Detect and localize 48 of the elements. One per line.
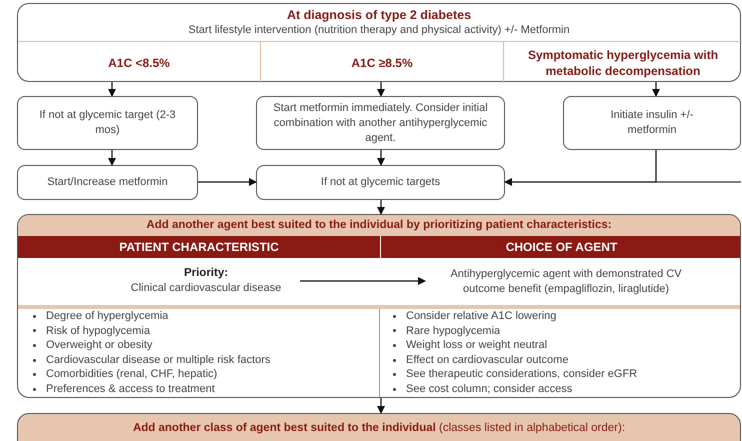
section-heading: Add another agent best suited to the individual by prioritizing patient characteristics: [18,215,740,236]
arrow [504,150,657,186]
bullet-text: Cardiovascular disease or multiple risk factors [46,352,270,368]
box-text: Symptomatic hyperglycemia with metabolic decompensation [526,46,720,78]
bullet-text: Risk of hypoglycemia [46,324,150,338]
process-box [256,165,505,200]
arrow [377,398,385,414]
arrow [377,200,385,215]
process-box [17,96,198,150]
column-header [18,236,380,258]
box-text: If not at glycemic target (2-3 mos) [38,108,177,138]
arrow [198,178,257,186]
box-text: Start metformin immediately. Consider initial combination with another antihyperglycemic agent. [272,100,489,146]
heading: At diagnosis of type 2 diabetes [286,7,472,23]
box-text: CHOICE OF AGENT [506,239,618,256]
bullet-text: Preferences & access to treatment [46,382,215,397]
box-text: Initiate insulin +/- metformin [610,108,694,138]
bullet-text: Comorbidities (renal, CHF, hepatic) [46,367,218,382]
step-text: Add another class of agent best suited to the individual (classes listed in alphabetical order): [132,421,626,436]
box-text: Start/Increase metformin [46,175,169,190]
condition-cell [260,41,503,83]
bullet-text: Degree of hyperglycemia [46,309,168,324]
bullet-text: Rare hypoglycemia [406,324,500,338]
arrow [377,150,385,166]
box-text: A1C ≥8.5% [351,54,413,72]
bullet-text: Overweight or obesity [46,338,152,353]
priority-text: Priority: Clinical cardiovascular disease [111,261,301,301]
bullet-text: See cost column; consider access [406,382,572,397]
box-text: A1C <8.5% [108,54,170,72]
box-text: PATIENT CHARACTERISTIC [119,239,279,256]
arrow [300,277,426,285]
box-text: If not at glycemic targets [320,175,440,190]
process-box [563,96,741,150]
arrow [377,82,385,97]
arrow [108,82,116,97]
bullet-text: See therapeutic considerations, consider eGFR [406,367,638,382]
arrow [108,150,116,166]
next-step-box [17,413,741,441]
bullet-text: Weight loss or weight neutral [406,338,548,353]
bullet-text: Effect on cardiovascular outcome [406,352,568,368]
process-box [17,165,198,200]
bullet-text: Consider relative A1C lowering [406,309,556,324]
arrow [652,82,660,97]
agent-text: Antihyperglycemic agent with demonstrated CV outcome benefit (empagliflozin, liraglutide) [426,258,706,305]
condition-cell [503,41,742,83]
column-header [380,236,740,258]
body-text: Start lifestyle intervention (nutrition therapy and physical activity) +/- Metformin [188,23,570,38]
process-box [256,96,505,150]
